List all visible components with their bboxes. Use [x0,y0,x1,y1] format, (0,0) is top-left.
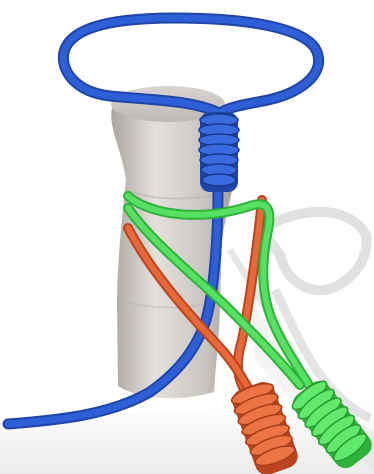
blue-whipping-coils [199,112,239,192]
